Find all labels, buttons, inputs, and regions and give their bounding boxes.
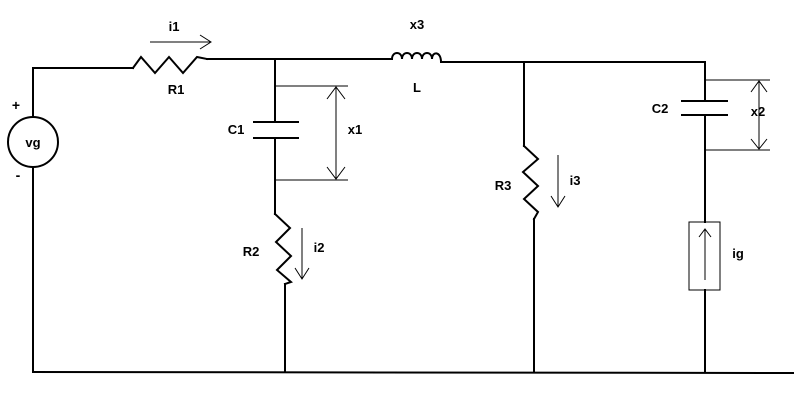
label-l: L (413, 80, 421, 95)
label-plus: + (12, 97, 20, 113)
label-i2: i2 (314, 240, 325, 255)
label-c1: C1 (228, 122, 245, 137)
label-minus: - (16, 167, 21, 183)
capacitor-c1 (253, 121, 299, 139)
label-r2: R2 (243, 244, 260, 259)
resistor-r3 (521, 144, 540, 221)
arrow-i1 (150, 34, 212, 50)
wire-bottom (31, 370, 795, 375)
voltage-source-vg (7, 116, 59, 168)
label-i1: i1 (169, 19, 180, 34)
arrow-i2 (294, 228, 310, 280)
resistor-r2 (273, 212, 293, 286)
wires (31, 58, 795, 375)
dimension-x1 (275, 85, 348, 181)
label-x2: x2 (751, 104, 765, 119)
wire-top-left (32, 67, 134, 118)
label-r3: R3 (495, 178, 512, 193)
label-ig: ig (732, 246, 744, 261)
label-vg: vg (25, 135, 40, 150)
label-x1: x1 (348, 122, 362, 137)
dimension-x2 (705, 79, 770, 151)
label-i3: i3 (570, 173, 581, 188)
label-r1: R1 (168, 82, 185, 97)
label-c2: C2 (652, 101, 669, 116)
arrow-i3 (550, 155, 566, 208)
resistor-r1 (131, 55, 209, 75)
label-x3: x3 (410, 17, 424, 32)
inductor-l (390, 52, 443, 64)
current-source-ig (688, 221, 721, 291)
capacitor-c2 (681, 100, 728, 116)
